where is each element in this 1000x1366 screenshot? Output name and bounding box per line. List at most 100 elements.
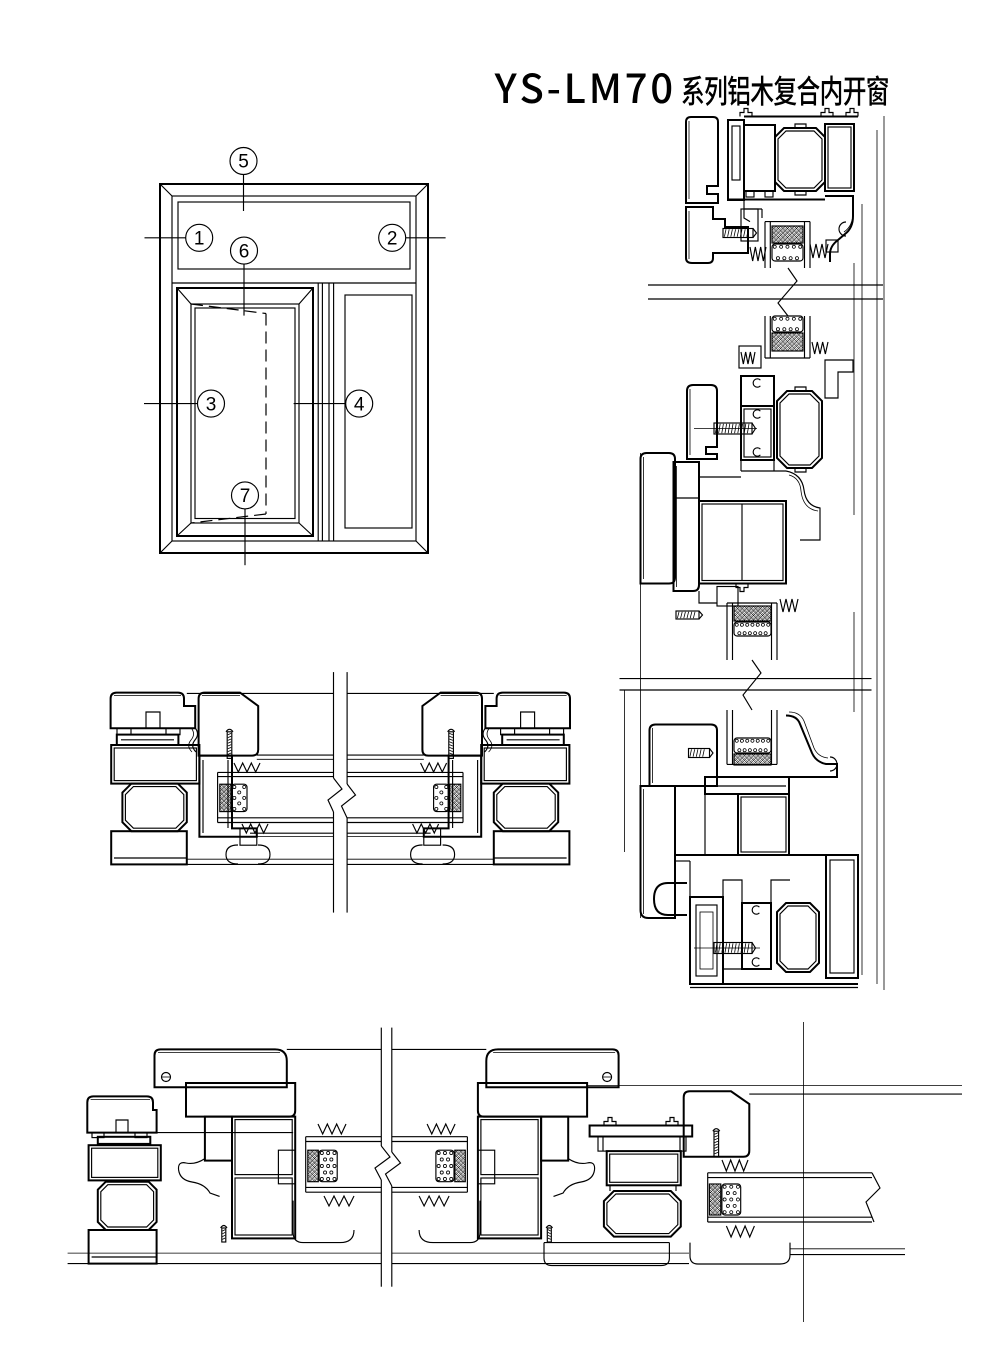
drawing-rect: [713, 941, 753, 955]
drawing-path: [751, 942, 757, 954]
drawing-path: [96, 1180, 158, 1231]
callout-number-7: 7: [240, 486, 251, 507]
drawing-path: [340, 783, 357, 819]
drawing-rect: [689, 896, 724, 985]
drawing-path: [811, 341, 829, 355]
drawing-path: [722, 1184, 740, 1215]
drawing-rect: [772, 333, 803, 351]
drawing-path: [776, 902, 820, 973]
horizontal-section-bottom: [67, 1022, 962, 1322]
drawing-rect: [171, 195, 417, 542]
drawing-path: [777, 130, 823, 189]
drawing-path: [722, 879, 743, 903]
drawing-line: [298, 287, 314, 305]
drawing-path: [606, 1193, 679, 1235]
drawing-path: [843, 211, 854, 233]
drawing-path: [772, 244, 803, 261]
drawing-path: [779, 393, 820, 466]
drawing-path: [317, 1122, 347, 1136]
drawing-rect: [709, 1184, 721, 1215]
drawing-path: [222, 1229, 226, 1240]
drawing-rect: [698, 500, 787, 585]
drawing-rect: [307, 1149, 319, 1183]
drawing-path: [824, 359, 854, 399]
drawing-rect: [96, 1135, 152, 1145]
drawing-path: [639, 452, 676, 585]
drawing-path: [685, 116, 719, 204]
drawing-rect: [738, 345, 762, 369]
drawing-path: [698, 476, 741, 501]
drawing-rect: [741, 902, 772, 970]
callout-number-6: 6: [239, 241, 250, 262]
drawing-path: [188, 727, 194, 753]
transom-profile: [686, 341, 854, 541]
fixed-glazing-unit: [764, 221, 811, 359]
drawing-path: [739, 107, 753, 117]
drawing-rect: [731, 125, 741, 181]
drawing-rect: [825, 239, 839, 253]
drawing-path: [779, 905, 817, 970]
break-line-lower: [619, 659, 872, 711]
drawing-path: [794, 191, 807, 196]
drawing-path: [652, 882, 687, 916]
drawing-rect: [159, 183, 429, 554]
drawing-rect: [675, 610, 700, 620]
drawing-rect: [733, 753, 772, 766]
drawing-rect: [740, 796, 787, 853]
drawing-path: [233, 761, 261, 774]
drawing-rect: [743, 408, 772, 458]
drawing-rect: [734, 606, 771, 621]
callout-number-2: 2: [387, 229, 398, 250]
drawing-rect: [771, 332, 804, 352]
drawing-rect: [177, 201, 411, 270]
drawing-path: [776, 390, 823, 469]
drawing-rect: [745, 190, 755, 198]
drawing-rect: [733, 605, 772, 622]
drawing-path: [749, 246, 767, 262]
drawing-rect: [234, 1119, 293, 1176]
drawing-rect: [713, 422, 753, 435]
drawing-rect: [221, 1227, 227, 1243]
callout-1: 1: [144, 223, 214, 252]
drawing-path: [751, 957, 760, 967]
drawing-path: [698, 610, 704, 620]
drawing-path: [734, 738, 771, 753]
drawing-path: [227, 733, 232, 755]
drawing-rect: [771, 225, 804, 244]
drawing-rect: [87, 1144, 162, 1182]
drawing-path: [543, 1242, 670, 1267]
fixed-pane-wood-profile: [682, 1090, 751, 1173]
callout-2: 2: [378, 223, 446, 252]
drawing-line: [190, 513, 267, 524]
bottom-section-sash: [153, 1048, 382, 1244]
drawing-rect: [713, 1130, 720, 1158]
drawing-rect: [307, 1150, 319, 1182]
drawing-path: [682, 1090, 751, 1158]
drawing-rect: [203, 1115, 233, 1162]
drawing-rect: [699, 911, 714, 970]
drawing-path: [685, 206, 749, 264]
drawing-path: [752, 409, 761, 419]
drawing-path: [124, 786, 185, 829]
drawing-path: [225, 844, 239, 865]
title-glyph: [652, 73, 672, 104]
title-glyph: [592, 73, 619, 103]
drawing-rect: [708, 1183, 722, 1216]
drawing-path: [865, 1172, 881, 1223]
drawing-path: [177, 1158, 220, 1197]
callout-4: 4: [293, 389, 374, 418]
drawing-rect: [344, 294, 413, 529]
drawing-path: [100, 1184, 155, 1228]
drawing-path: [777, 267, 798, 317]
title-glyph: [494, 73, 517, 103]
drawing-path: [197, 691, 260, 757]
title-glyph: [521, 73, 543, 104]
drawing-rect: [318, 1149, 338, 1183]
drawing-rect: [704, 793, 739, 856]
drawing-path: [712, 1128, 721, 1132]
drawing-path: [735, 583, 749, 593]
drawing-rect: [110, 830, 188, 866]
drawing-path: [794, 123, 807, 128]
